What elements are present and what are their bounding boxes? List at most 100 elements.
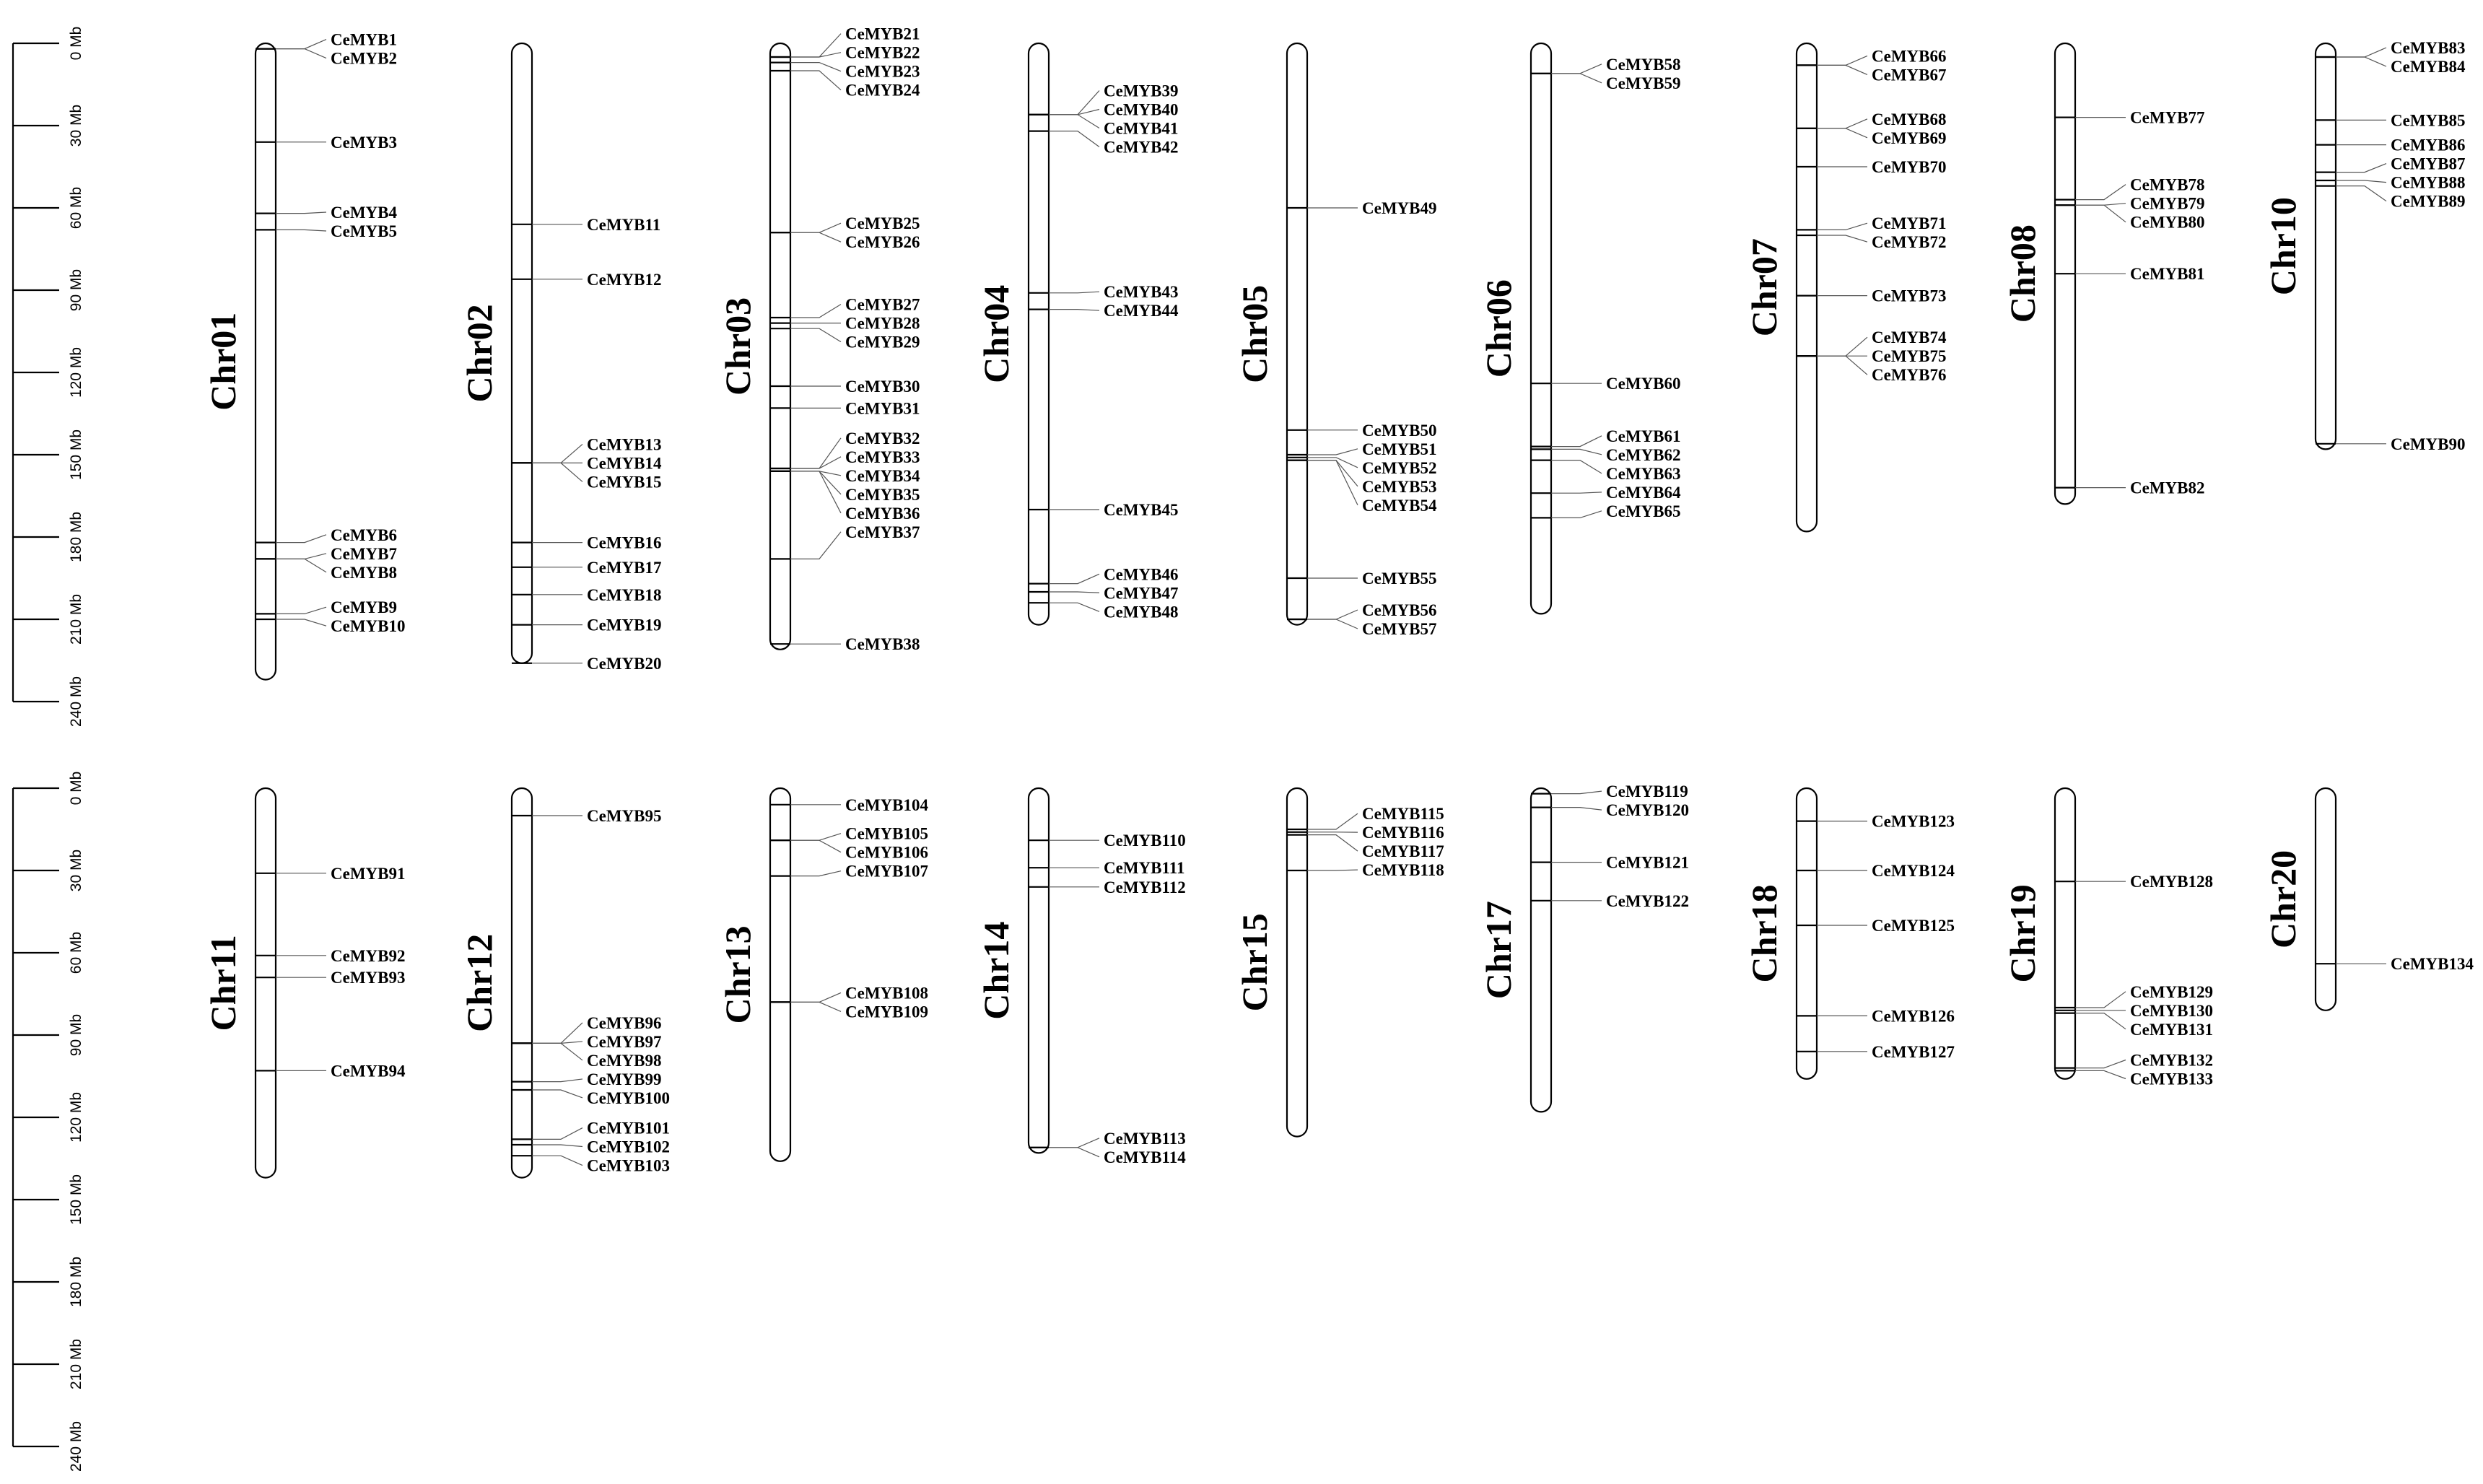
gene-leader-line <box>276 553 327 560</box>
chromosome-body <box>769 42 792 650</box>
gene-label: CeMYB57 <box>1362 620 1436 638</box>
gene-label: CeMYB26 <box>845 233 920 251</box>
gene-leader-line <box>2336 47 2387 58</box>
gene-leader-line <box>1817 64 1868 75</box>
gene-label: CeMYB34 <box>845 467 920 485</box>
gene-leader-line <box>532 1089 583 1099</box>
gene-leader-line <box>1817 355 1868 375</box>
gene-label: CeMYB116 <box>1362 824 1444 842</box>
chromosome-chr05: Chr05CeMYB49CeMYB50CeMYB51CeMYB52CeMYB53… <box>1234 42 1437 638</box>
gene-label: CeMYB14 <box>587 454 662 472</box>
gene-leader-line <box>1049 591 1100 593</box>
scale-tick-label: 30 Mb <box>68 105 84 147</box>
chromosome-body <box>510 42 533 664</box>
scale-tick-label: 120 Mb <box>68 347 84 398</box>
chromosome-chr06: Chr06CeMYB58CeMYB59CeMYB60CeMYB61CeMYB62… <box>1478 42 1681 615</box>
gene-label: CeMYB114 <box>1104 1148 1186 1166</box>
chromosome-name: Chr17 <box>1478 901 1519 999</box>
gene-label: CeMYB130 <box>2130 1002 2213 1020</box>
gene-label: CeMYB15 <box>587 473 661 491</box>
gene-label: CeMYB87 <box>2391 155 2465 173</box>
chromosome-body <box>1795 42 1818 533</box>
chromosome-chr14: Chr14CeMYB110CeMYB111CeMYB112CeMYB113CeM… <box>976 787 1186 1166</box>
gene-leader-line <box>1551 448 1602 455</box>
gene-label: CeMYB20 <box>587 655 661 673</box>
gene-label: CeMYB60 <box>1606 375 1680 393</box>
gene-leader-line <box>790 833 842 841</box>
gene-label: CeMYB69 <box>1872 129 1946 147</box>
gene-label: CeMYB33 <box>845 448 920 466</box>
gene-label: CeMYB124 <box>1872 862 1955 880</box>
gene-label: CeMYB3 <box>331 134 397 152</box>
gene-label: CeMYB110 <box>1104 832 1186 850</box>
gene-leader-line <box>2336 186 2387 202</box>
gene-leader-line <box>1307 619 1358 629</box>
gene-leader-line <box>1551 435 1602 448</box>
chromosome-name: Chr10 <box>2263 197 2303 295</box>
chromosome-name: Chr19 <box>2002 884 2043 982</box>
gene-leader-line <box>1551 790 1602 795</box>
chromosome-name: Chr11 <box>203 935 243 1031</box>
chromosome-chr07: Chr07CeMYB66CeMYB67CeMYB68CeMYB69CeMYB70… <box>1744 42 1947 533</box>
scale-tick-label: 240 Mb <box>68 1421 84 1472</box>
gene-leader-line <box>276 211 327 214</box>
gene-leader-line <box>1049 108 1100 115</box>
gene-leader-line <box>1551 73 1602 84</box>
gene-label: CeMYB49 <box>1362 199 1436 217</box>
chromosome-name: Chr03 <box>717 297 758 396</box>
gene-leader-line <box>2075 204 2126 223</box>
gene-label: CeMYB67 <box>1872 66 1946 84</box>
gene-label: CeMYB72 <box>1872 233 1946 251</box>
gene-label: CeMYB113 <box>1104 1130 1186 1148</box>
gene-label: CeMYB29 <box>845 333 920 352</box>
chromosome-name: Chr04 <box>976 285 1016 383</box>
gene-leader-line <box>532 1144 583 1148</box>
gene-leader-line <box>1049 131 1100 147</box>
gene-leader-line <box>1049 309 1100 311</box>
chromosome-name: Chr07 <box>1744 238 1784 336</box>
gene-label: CeMYB84 <box>2391 58 2466 76</box>
gene-label: CeMYB111 <box>1104 859 1184 877</box>
gene-leader-line <box>1307 457 1358 468</box>
chromosome-name: Chr15 <box>1234 913 1275 1011</box>
gene-leader-line <box>1551 510 1602 519</box>
chromosome-body <box>1529 42 1553 615</box>
gene-label: CeMYB109 <box>845 1003 928 1021</box>
gene-label: CeMYB68 <box>1872 110 1946 128</box>
gene-label: CeMYB18 <box>587 586 661 604</box>
gene-label: CeMYB92 <box>331 947 405 965</box>
gene-label: CeMYB55 <box>1362 569 1436 588</box>
gene-leader-line <box>276 39 327 50</box>
gene-label: CeMYB126 <box>1872 1007 1955 1025</box>
gene-label: CeMYB123 <box>1872 813 1955 831</box>
gene-label: CeMYB1 <box>331 31 397 49</box>
chromosome-body <box>1529 787 1553 1113</box>
chromosome-body <box>1286 787 1309 1138</box>
chromosome-chr13: Chr13CeMYB104CeMYB105CeMYB106CeMYB107CeM… <box>717 787 928 1162</box>
chromosome-chr03: Chr03CeMYB21CeMYB22CeMYB23CeMYB24CeMYB25… <box>717 25 920 654</box>
scale-tick-label: 150 Mb <box>68 1174 84 1225</box>
gene-label: CeMYB50 <box>1362 422 1436 440</box>
gene-label: CeMYB120 <box>1606 801 1689 819</box>
gene-leader-line <box>1551 492 1602 494</box>
chromosome-chr10: Chr10CeMYB83CeMYB84CeMYB85CeMYB86CeMYB87… <box>2263 39 2466 453</box>
gene-leader-line <box>2336 56 2387 67</box>
gene-leader-line <box>790 222 842 233</box>
gene-label: CeMYB70 <box>1872 158 1946 176</box>
gene-leader-line <box>790 471 842 514</box>
gene-label: CeMYB90 <box>2391 435 2465 453</box>
gene-label: CeMYB19 <box>587 616 661 634</box>
gene-leader-line <box>2075 184 2126 201</box>
chromosome-name: Chr20 <box>2263 850 2303 948</box>
gene-label: CeMYB12 <box>587 271 661 289</box>
gene-leader-line <box>790 456 842 469</box>
chromosome-name: Chr01 <box>203 313 243 411</box>
gene-leader-line <box>790 437 842 469</box>
scale-tick-label: 120 Mb <box>68 1092 84 1143</box>
gene-leader-line <box>1817 222 1868 230</box>
gene-label: CeMYB75 <box>1872 347 1946 365</box>
chromosome-chr08: Chr08CeMYB77CeMYB78CeMYB79CeMYB80CeMYB81… <box>2002 42 2204 505</box>
